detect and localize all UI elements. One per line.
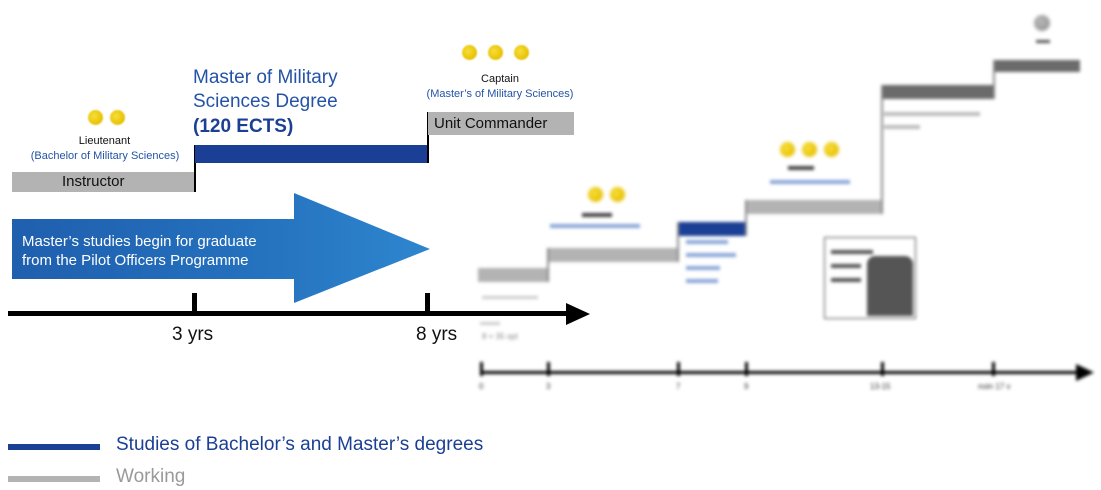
timeline-arrowhead-icon [566, 303, 590, 325]
degree-title-line1: Master of Military [193, 67, 338, 88]
degree-credits: (120 ECTS) [193, 116, 294, 137]
major-insignia-icon [1034, 15, 1050, 31]
timeline-tick [425, 293, 430, 316]
rank-star-icon [588, 187, 603, 202]
captain-subtitle: (Master’s of Military Sciences) [426, 88, 574, 100]
timeline-axis [8, 311, 573, 316]
blurred-timeline-arrowhead-icon [1076, 364, 1094, 381]
instructor-bar: Instructor [12, 172, 195, 192]
major-work-bar [994, 60, 1080, 72]
captain-title: Captain [481, 73, 519, 85]
arrow-text-line2: from the Pilot Officers Programme [22, 252, 249, 269]
rank-star-icon [110, 110, 125, 125]
arrow-text-line1: Master’s studies begin for graduate [22, 233, 257, 250]
legend-label-studies: Studies of Bachelor’s and Master’s degre… [116, 434, 484, 455]
blurred-tick-label: noin 17 v [978, 382, 1011, 391]
staff-study-bar [882, 85, 994, 99]
progression-arrow [12, 193, 430, 303]
lieutenant-subtitle: (Bachelor of Military Sciences) [30, 150, 180, 162]
blurred-tick-label: 0 [479, 382, 484, 391]
blurred-tick-label: 9 [744, 382, 749, 391]
blurred-tick-label: 7 [676, 382, 681, 391]
tick-label-3yrs: 3 yrs [172, 324, 214, 345]
rank-star-icon [488, 45, 503, 60]
rank-star-icon [88, 110, 103, 125]
blurred-tick-label: 3 [546, 382, 551, 391]
captain-work-bar [746, 200, 882, 214]
lieutenant-title: Lieutenant [78, 135, 131, 147]
legend-label-working: Working [116, 466, 186, 487]
tick-label-8yrs: 8 yrs [416, 324, 458, 345]
rank-star-icon [780, 142, 795, 157]
rank-star-icon [610, 187, 625, 202]
degree-title-line2: Sciences Degree [193, 91, 338, 112]
blurred-career-diagram: 8 + 35 opt 0 3 7 9 13-15 noin 17 v [470, 0, 1101, 410]
step-divider [194, 145, 196, 192]
lieutenant-work-bar [548, 248, 678, 262]
cadet-bar [478, 268, 548, 282]
unit-commander-bar: Unit Commander [428, 112, 574, 135]
timeline-tick [192, 293, 197, 316]
master-studies-bar [195, 145, 428, 163]
blurred-timeline-axis [480, 371, 1080, 374]
cadet-period-label: 8 + 35 opt [482, 332, 518, 341]
master-study-bar [678, 222, 746, 236]
rank-star-icon [462, 45, 477, 60]
blurred-tick-label: 13-15 [870, 382, 891, 391]
rank-star-icon [824, 142, 839, 157]
unit-commander-label: Unit Commander [434, 115, 548, 132]
rank-star-icon [514, 45, 529, 60]
rank-star-icon [802, 142, 817, 157]
legend-swatch-working [8, 476, 100, 482]
instructor-label: Instructor [62, 173, 125, 190]
step-divider [427, 112, 429, 163]
legend-swatch-studies [8, 444, 100, 450]
info-box [824, 237, 916, 319]
